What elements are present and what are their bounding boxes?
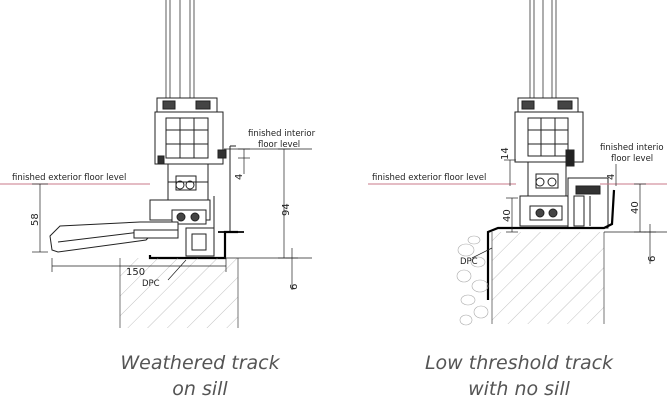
right-substrate: [492, 232, 604, 324]
left-substrate: [120, 258, 238, 328]
left-frame-profile: [149, 97, 244, 233]
right-dim-4: 4: [606, 174, 617, 180]
right-dim-40-right: 40: [630, 201, 641, 214]
right-interior-label-1: finished interio: [600, 143, 664, 153]
left-exterior-label: finished exterior floor level: [12, 173, 126, 183]
left-caption: Weathered track on sill: [50, 350, 350, 402]
left-section-drawing: finished interior floor level finished e…: [0, 0, 316, 328]
right-caption-line-2: with no sill: [468, 378, 570, 400]
right-frame-profile: [514, 97, 609, 229]
left-caption-line-1: Weathered track: [120, 352, 280, 374]
left-dim-6: 6: [289, 284, 300, 290]
left-dim-4: 4: [234, 174, 245, 180]
right-caption-line-1: Low threshold track: [424, 352, 614, 374]
left-dim-150: 150: [126, 267, 145, 278]
right-glass-pane: [529, 0, 557, 98]
right-caption: Low threshold track with no sill: [369, 350, 667, 402]
right-exterior-label: finished exterior floor level: [372, 173, 486, 183]
right-dimension-lines: [471, 159, 656, 264]
right-section-drawing: finished interio floor level finished ex…: [368, 0, 667, 326]
left-sill: [49, 221, 215, 257]
right-dim-14: 14: [500, 147, 511, 160]
left-dim-94: 94: [281, 203, 292, 216]
right-dpc-label: DPC: [460, 257, 478, 267]
left-interior-label-2: floor level: [258, 140, 300, 150]
left-glass-pane: [165, 0, 195, 100]
left-dimension-lines: [32, 148, 298, 290]
right-dim-40-left: 40: [502, 209, 513, 222]
left-interior-label-1: finished interior: [248, 129, 316, 139]
left-caption-line-2: on sill: [172, 378, 228, 400]
left-dim-58: 58: [30, 213, 41, 226]
right-dim-6: 6: [647, 256, 658, 262]
right-interior-label-2: floor level: [611, 154, 653, 164]
left-dpc-label: DPC: [142, 279, 160, 289]
right-rubble-fill: [456, 235, 489, 326]
right-dpc-membrane: [486, 189, 616, 300]
